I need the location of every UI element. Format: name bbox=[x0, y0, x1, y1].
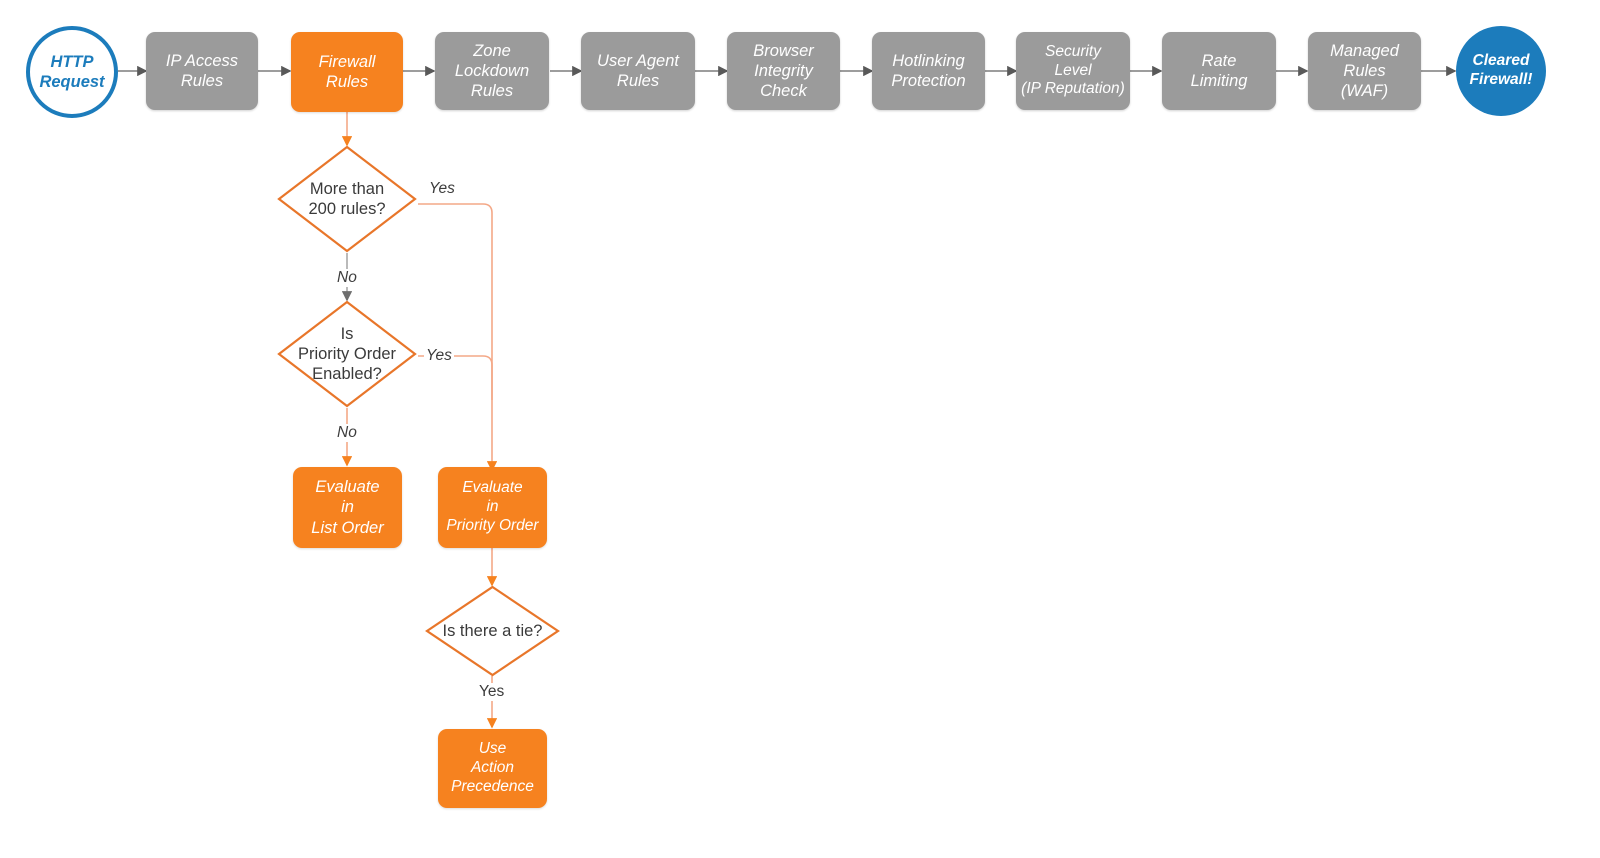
action-label: Evaluate in Priority Order bbox=[446, 479, 539, 534]
step-label: Security Level (IP Reputation) bbox=[1021, 42, 1125, 98]
step-firewall-rules[interactable]: Firewall Rules bbox=[291, 32, 403, 112]
diamond-shape bbox=[425, 585, 560, 677]
step-label: IP Access Rules bbox=[165, 51, 239, 90]
action-evaluate-in-priority-order[interactable]: Evaluate in Priority Order bbox=[438, 467, 547, 548]
edge-label-200rules-no: No bbox=[335, 269, 359, 287]
step-label: Hotlinking Protection bbox=[891, 51, 966, 90]
decision-label: More than 200 rules? bbox=[308, 179, 386, 218]
action-evaluate-in-list-order[interactable]: Evaluate in List Order bbox=[293, 467, 402, 548]
step-zone-lockdown-rules[interactable]: Zone Lockdown Rules bbox=[435, 32, 549, 110]
start-node-label: HTTP Request bbox=[39, 52, 105, 91]
step-ip-access-rules[interactable]: IP Access Rules bbox=[146, 32, 258, 110]
step-user-agent-rules[interactable]: User Agent Rules bbox=[581, 32, 695, 110]
diamond-shape bbox=[277, 145, 417, 253]
step-label: Zone Lockdown Rules bbox=[454, 41, 530, 101]
step-rate-limiting[interactable]: Rate Limiting bbox=[1162, 32, 1276, 110]
step-managed-rules-waf[interactable]: Managed Rules (WAF) bbox=[1308, 32, 1421, 110]
edge-label-200rules-yes: Yes bbox=[427, 180, 457, 198]
edge-label-priority-yes: Yes bbox=[424, 347, 454, 365]
decision-more-than-200-rules[interactable]: More than 200 rules? bbox=[277, 145, 417, 253]
action-use-action-precedence[interactable]: Use Action Precedence bbox=[438, 729, 547, 808]
step-label: Rate Limiting bbox=[1190, 51, 1248, 90]
end-node-label: Cleared Firewall! bbox=[1469, 52, 1533, 88]
decision-priority-order-enabled[interactable]: Is Priority Order Enabled? bbox=[277, 300, 417, 408]
start-node-http-request[interactable]: HTTP Request bbox=[26, 26, 118, 118]
step-hotlinking-protection[interactable]: Hotlinking Protection bbox=[872, 32, 985, 110]
diamond-shape bbox=[277, 300, 417, 408]
step-label: User Agent Rules bbox=[597, 51, 679, 90]
end-node-cleared-firewall[interactable]: Cleared Firewall! bbox=[1456, 26, 1546, 116]
edge-label-tie-yes: Yes bbox=[477, 683, 507, 701]
step-label: Managed Rules (WAF) bbox=[1330, 41, 1399, 101]
decision-label: Is Priority Order Enabled? bbox=[297, 324, 397, 384]
action-label: Evaluate in List Order bbox=[311, 478, 384, 537]
step-label: Browser Integrity Check bbox=[753, 41, 814, 101]
edge-200rules-yes-to-rail bbox=[418, 203, 498, 472]
step-security-level[interactable]: Security Level (IP Reputation) bbox=[1016, 32, 1130, 110]
decision-label: Is there a tie? bbox=[442, 621, 543, 640]
step-label: Firewall Rules bbox=[318, 52, 376, 91]
action-label: Use Action Precedence bbox=[451, 740, 534, 795]
edge-label-priority-no: No bbox=[335, 424, 359, 442]
step-browser-integrity-check[interactable]: Browser Integrity Check bbox=[727, 32, 840, 110]
decision-is-there-a-tie[interactable]: Is there a tie? bbox=[425, 585, 560, 677]
